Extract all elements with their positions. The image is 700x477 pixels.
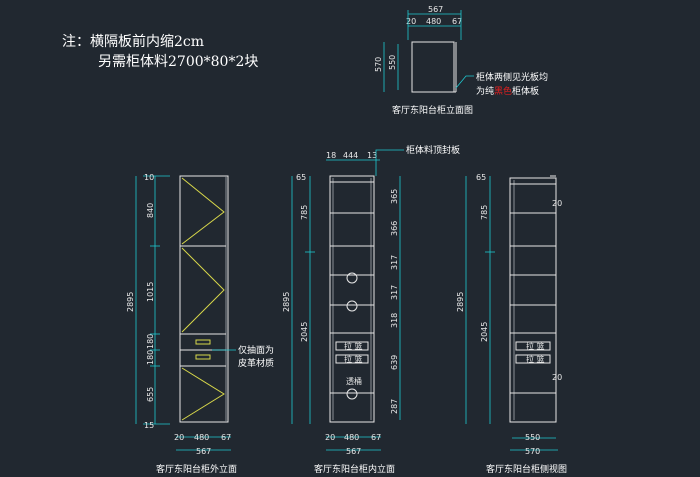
top-width-total: 567 bbox=[428, 5, 443, 14]
inner-basket-2-label: 拉 篮 bbox=[344, 354, 363, 364]
inner-view: 18 444 13 柜体料顶封板 2895 65 785 2045 拉 篮 bbox=[282, 144, 460, 475]
outer-width-part-3: 67 bbox=[221, 433, 231, 442]
side-mark-2: 20 bbox=[552, 373, 562, 382]
side-overall-height: 2895 bbox=[456, 292, 465, 312]
inner-top-dim-1: 18 bbox=[326, 151, 336, 160]
inner-basket-1 bbox=[335, 341, 369, 351]
outer-width-part-1: 20 bbox=[174, 433, 184, 442]
inner-basket-1-label: 拉 篮 bbox=[344, 341, 363, 351]
top-width-part-1: 20 bbox=[406, 17, 416, 26]
side-cabinet bbox=[509, 177, 557, 423]
outer-door-mark-3 bbox=[181, 367, 225, 421]
top-width-part-3: 67 bbox=[452, 17, 462, 26]
outer-seg-1: 840 bbox=[146, 203, 155, 218]
inner-right-seg-5: 318 bbox=[390, 313, 399, 328]
side-left-upper: 785 bbox=[480, 205, 489, 220]
outer-width-part-2: 480 bbox=[194, 433, 209, 442]
inner-left-lower: 2045 bbox=[300, 322, 309, 342]
side-width-inner: 550 bbox=[525, 433, 540, 442]
inner-right-seg-6: 639 bbox=[390, 355, 399, 370]
inner-bin-label: 透桶 bbox=[346, 376, 362, 386]
inner-right-seg-7: 287 bbox=[390, 399, 399, 414]
outer-seg-3: 180 bbox=[146, 334, 155, 349]
inner-width-total: 567 bbox=[346, 447, 361, 456]
outer-view: 2895 10 840 1015 180 180 655 15 仅抽面为 皮革材… bbox=[126, 173, 274, 475]
top-cabinet-outline bbox=[411, 41, 455, 93]
note-line-1: 注：横隔板前内缩2cm bbox=[62, 33, 204, 50]
outer-bottom-gap: 15 bbox=[144, 421, 154, 430]
top-width-part-2: 480 bbox=[426, 17, 441, 26]
inner-round-fitting-1 bbox=[346, 272, 358, 284]
inner-top-callout: 柜体料顶封板 bbox=[406, 144, 460, 156]
top-callout-leader bbox=[455, 75, 474, 89]
side-basket-1-label: 拉 篮 bbox=[526, 341, 545, 351]
side-basket-2 bbox=[515, 354, 551, 364]
outer-view-title: 客厅东阳台柜外立面 bbox=[156, 463, 237, 475]
outer-cabinet bbox=[179, 175, 229, 423]
outer-overall-height: 2895 bbox=[126, 292, 135, 312]
inner-left-upper: 785 bbox=[300, 205, 309, 220]
outer-callout-line2: 皮革材质 bbox=[238, 357, 274, 369]
inner-width-part-3: 67 bbox=[371, 433, 381, 442]
inner-width-part-1: 20 bbox=[325, 433, 335, 442]
outer-callout-line1: 仅抽面为 bbox=[238, 344, 274, 356]
inner-width-part-2: 480 bbox=[344, 433, 359, 442]
side-view: 2895 65 785 2045 拉 篮 拉 篮 20 20 550 570 客… bbox=[456, 173, 567, 475]
inner-view-title: 客厅东阳台柜内立面 bbox=[314, 463, 395, 475]
side-left-lower: 2045 bbox=[480, 322, 489, 342]
side-top-gap: 65 bbox=[476, 173, 486, 182]
side-mark-1: 20 bbox=[552, 199, 562, 208]
top-depth-outer: 570 bbox=[374, 57, 383, 72]
inner-top-dim-2: 444 bbox=[343, 151, 358, 160]
top-view-title: 客厅东阳台柜立面图 bbox=[392, 104, 473, 116]
inner-shelves bbox=[330, 181, 374, 394]
inner-right-seg-1: 365 bbox=[390, 189, 399, 204]
inner-basket-2 bbox=[335, 354, 369, 364]
top-depth-inner: 550 bbox=[388, 55, 397, 70]
inner-right-seg-3: 317 bbox=[390, 255, 399, 270]
outer-seg-5: 655 bbox=[146, 387, 155, 402]
side-shelves bbox=[510, 183, 556, 394]
side-width-outer: 570 bbox=[525, 447, 540, 456]
outer-seg-4: 180 bbox=[146, 350, 155, 365]
side-basket-2-label: 拉 篮 bbox=[526, 354, 545, 364]
outer-door-mark-1 bbox=[181, 177, 225, 245]
inner-top-callout-leader bbox=[375, 149, 404, 176]
outer-door-mark-2 bbox=[181, 247, 225, 333]
inner-right-seg-4: 317 bbox=[390, 285, 399, 300]
inner-top-dim-3: 13 bbox=[367, 151, 377, 160]
side-basket-1 bbox=[515, 341, 551, 351]
outer-drawer-handle-1 bbox=[195, 339, 211, 345]
top-callout-line1: 柜体两侧见光板均 bbox=[476, 71, 548, 83]
inner-round-fitting-3 bbox=[346, 388, 358, 400]
top-callout-line2: 为纯黑色柜体板 bbox=[476, 85, 539, 97]
outer-seg-2: 1015 bbox=[146, 282, 155, 302]
outer-width-total: 567 bbox=[196, 447, 211, 456]
inner-cabinet bbox=[329, 175, 375, 423]
inner-right-seg-2: 366 bbox=[390, 221, 399, 236]
top-view: 567 20 480 67 570 550 柜体两侧见光板均 为纯黑色柜体板 客… bbox=[374, 5, 548, 116]
note-line-2: 另需柜体料2700*80*2块 bbox=[98, 54, 258, 70]
inner-overall-height: 2895 bbox=[282, 292, 291, 312]
inner-top-gap: 65 bbox=[296, 173, 306, 182]
side-view-title: 客厅东阳台柜侧视图 bbox=[486, 463, 567, 475]
outer-drawer-handle-2 bbox=[195, 354, 211, 360]
outer-top-gap: 10 bbox=[144, 173, 154, 182]
inner-round-fitting-2 bbox=[346, 300, 358, 312]
